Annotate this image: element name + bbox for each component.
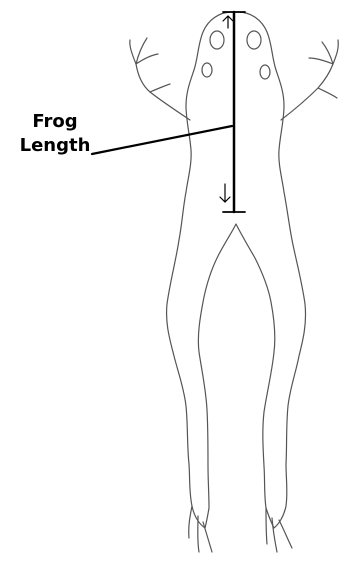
frog-right-fingers <box>309 40 338 98</box>
frog-right-foot <box>266 508 292 552</box>
frog-left-arm <box>136 64 190 120</box>
frog-right-eye <box>247 31 261 49</box>
length-top-arrow <box>223 16 233 28</box>
label-line-1: Frog <box>10 110 100 134</box>
frog-left-tympanum <box>202 63 212 77</box>
label-line-2: Length <box>10 134 100 158</box>
frog-right-tympanum <box>260 65 270 79</box>
frog-length-label: Frog Length <box>10 110 100 158</box>
length-bottom-arrow <box>220 184 230 202</box>
label-leader-line <box>92 126 232 154</box>
frog-left-eye <box>210 31 224 49</box>
frog-body-outline <box>167 12 306 528</box>
